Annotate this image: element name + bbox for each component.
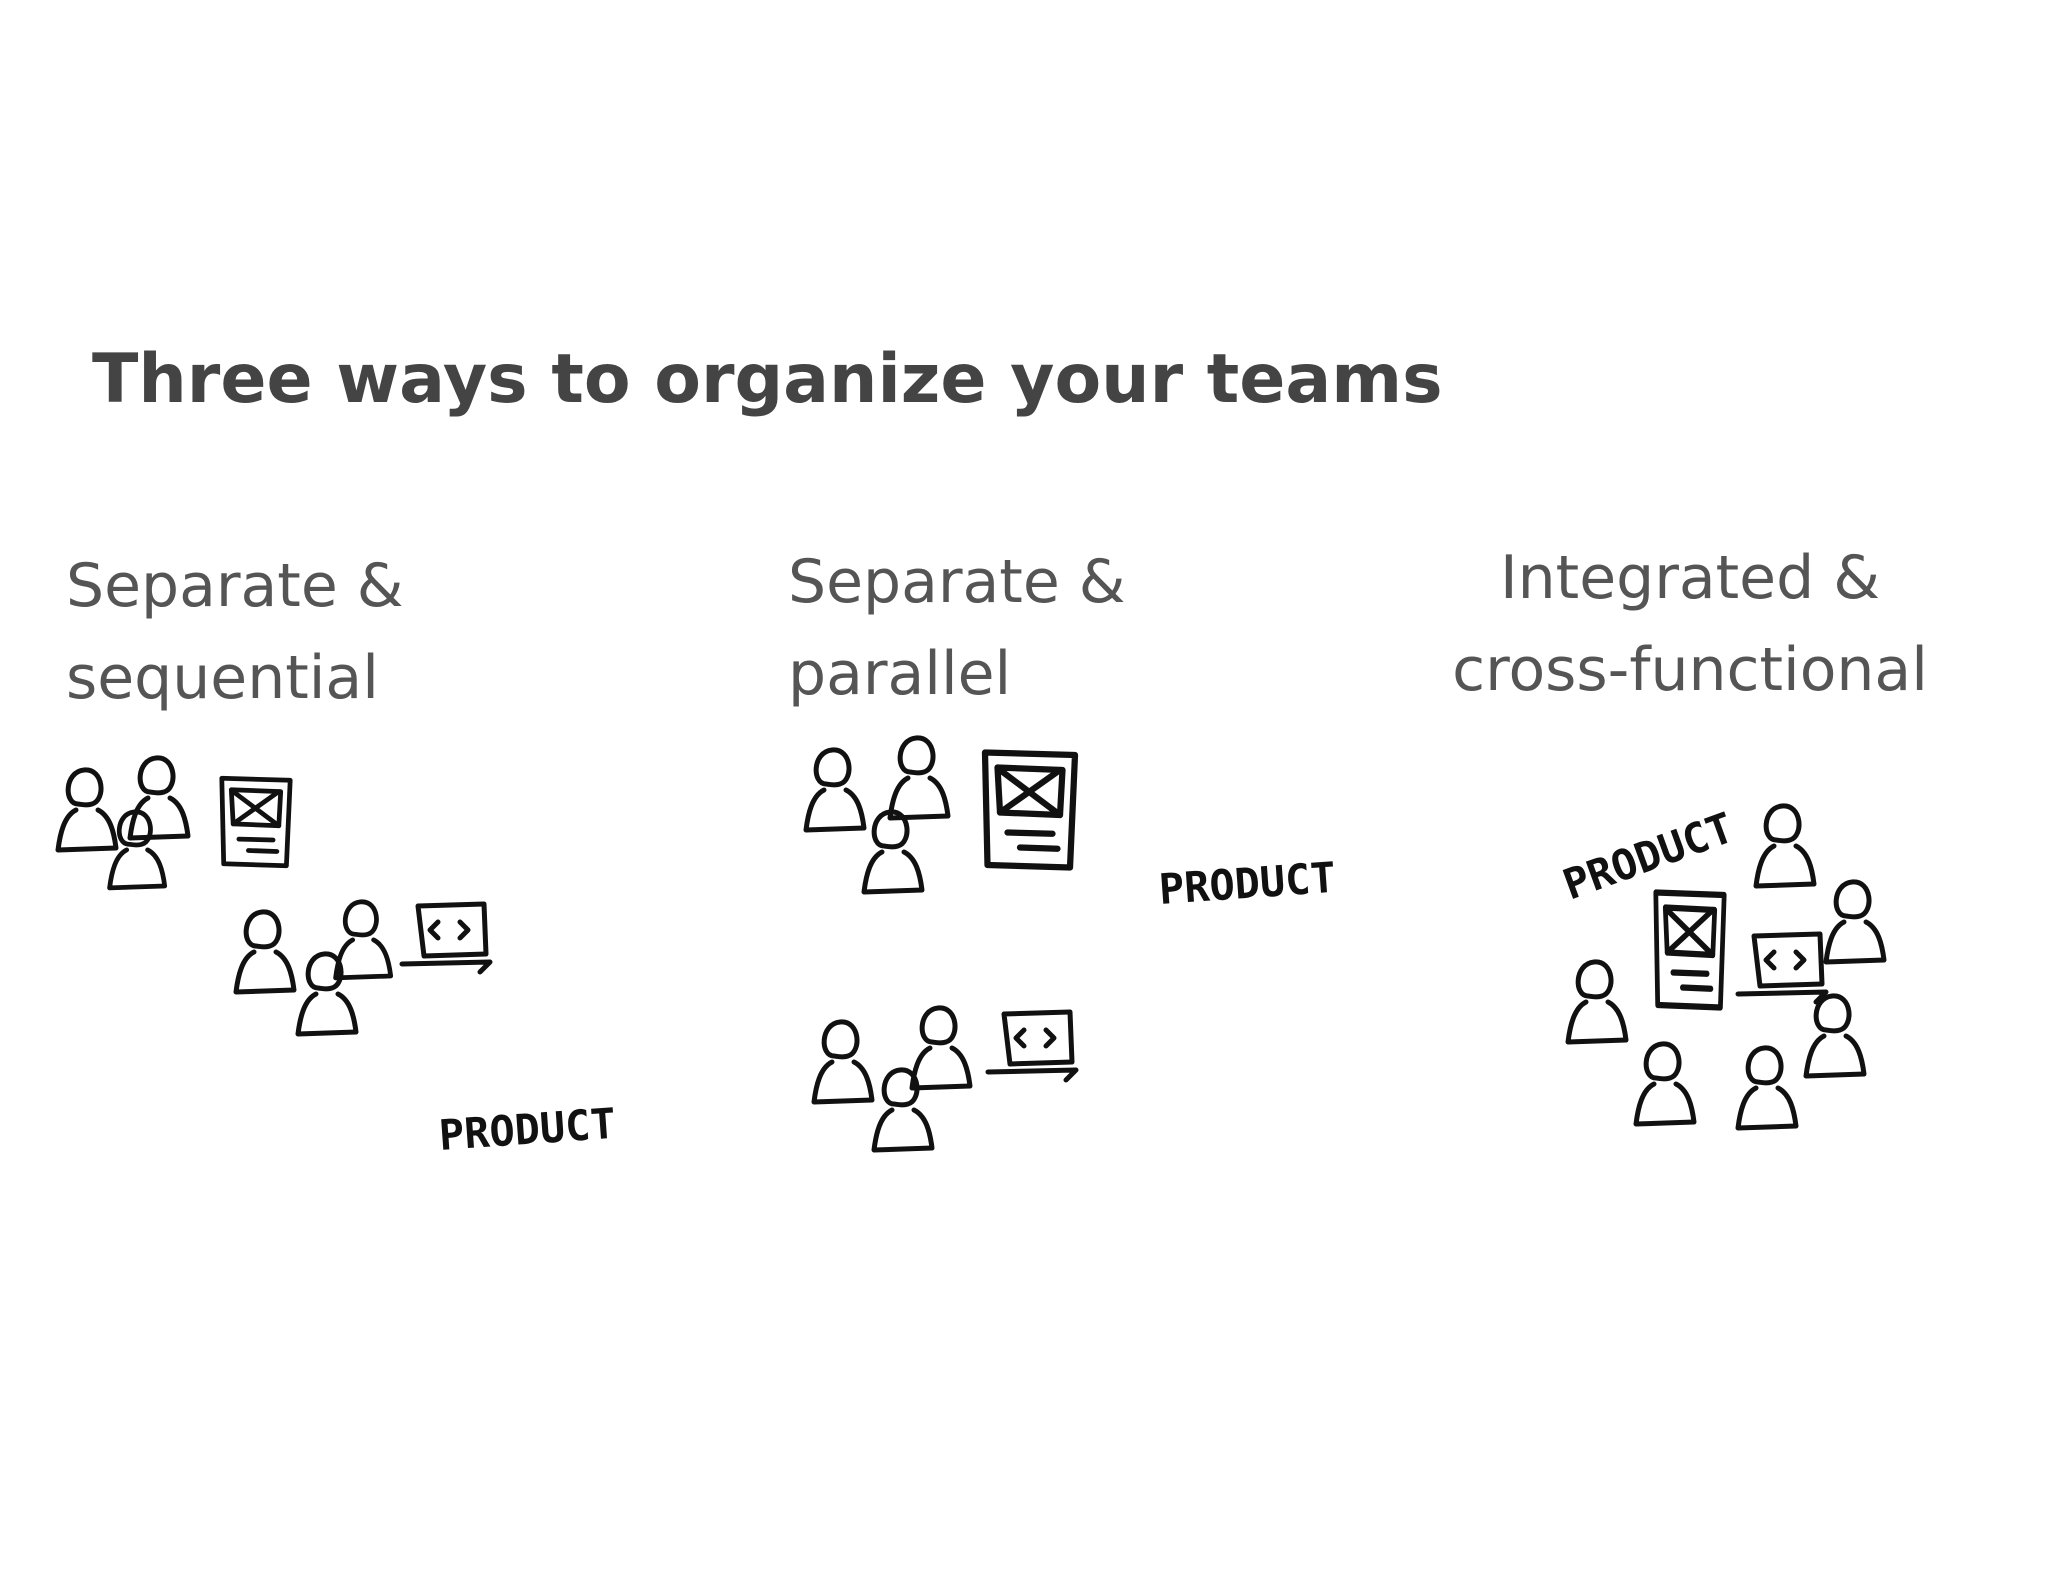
person-icon bbox=[298, 954, 356, 1034]
person-icon bbox=[1636, 1044, 1694, 1124]
person-icon bbox=[890, 738, 948, 818]
wireframe-document-icon bbox=[985, 753, 1075, 868]
code-laptop-icon bbox=[402, 904, 490, 972]
person-icon bbox=[58, 770, 116, 850]
person-icon bbox=[1738, 1048, 1796, 1128]
person-icon bbox=[130, 758, 188, 838]
column-label-line: Separate & bbox=[788, 547, 1126, 617]
person-icon bbox=[1756, 806, 1814, 886]
wireframe-document-icon bbox=[1656, 893, 1724, 1008]
person-icon bbox=[1826, 882, 1884, 962]
parallel-design-team bbox=[806, 738, 1075, 892]
person-icon bbox=[874, 1070, 932, 1150]
code-laptop-icon bbox=[1738, 934, 1826, 1002]
column-label-line: sequential bbox=[66, 643, 379, 713]
column-label-parallel: Separate & parallel bbox=[788, 536, 1126, 720]
sequential-design-team bbox=[58, 758, 290, 888]
person-icon bbox=[814, 1022, 872, 1102]
column-label-integrated: Integrated & cross-functional bbox=[1380, 532, 2000, 716]
column-label-line: cross-functional bbox=[1452, 635, 1928, 705]
person-icon bbox=[1806, 996, 1864, 1076]
column-label-sequential: Separate & sequential bbox=[66, 540, 404, 724]
product-label: PRODUCT bbox=[1157, 853, 1337, 914]
person-icon bbox=[912, 1008, 970, 1088]
code-laptop-icon bbox=[988, 1012, 1076, 1080]
wireframe-document-icon bbox=[222, 778, 290, 865]
product-label: PRODUCT bbox=[437, 1099, 617, 1160]
sequential-dev-team bbox=[236, 902, 490, 1034]
person-icon bbox=[806, 750, 864, 830]
person-icon bbox=[110, 812, 165, 888]
person-icon bbox=[336, 902, 391, 978]
column-label-line: Separate & bbox=[66, 551, 404, 621]
page-title: Three ways to organize your teams bbox=[92, 340, 1443, 419]
column-label-line: parallel bbox=[788, 639, 1012, 709]
column-label-line: Integrated & bbox=[1499, 543, 1881, 613]
person-icon bbox=[864, 812, 922, 892]
person-icon bbox=[236, 912, 294, 992]
parallel-dev-team bbox=[814, 1008, 1076, 1150]
person-icon bbox=[1568, 962, 1626, 1042]
